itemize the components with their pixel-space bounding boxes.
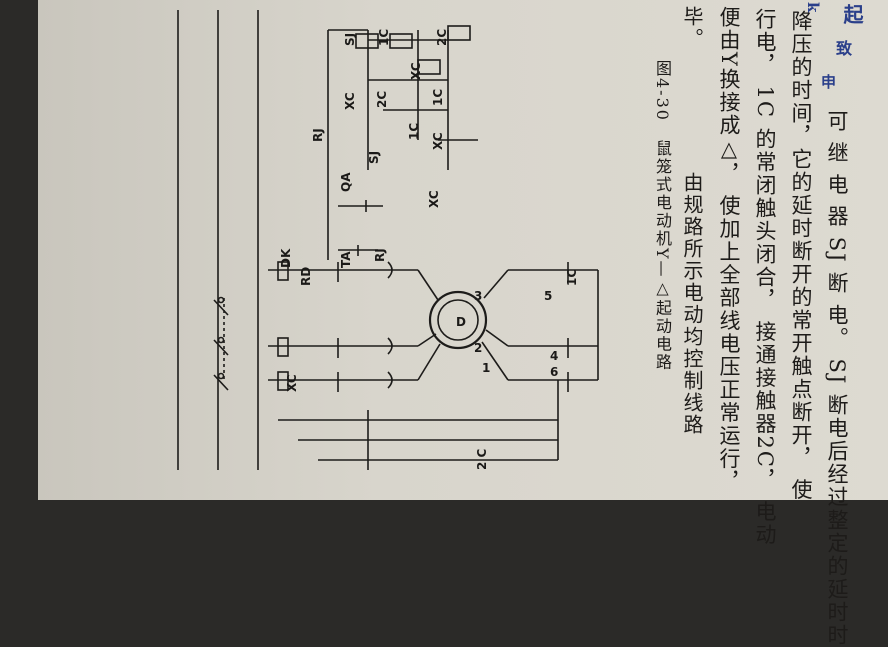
motor-d-outer [428, 290, 488, 350]
label-1c-no: 1C [431, 89, 445, 106]
label-qa: QA [339, 172, 353, 192]
motor-lead [417, 343, 441, 381]
motor-lead [417, 333, 437, 347]
body-text-line: 毕。 由规路所示电动均控制线路 [680, 6, 704, 436]
label-rj-main: RJ [373, 248, 387, 262]
label-xc-main: XC [285, 374, 299, 392]
body-text-line: 可 继 电 器 SJ 断 电。 SJ 断电后经过整定的延时时 [825, 110, 849, 647]
label-1c-star: 1C [565, 269, 579, 286]
label-motor: D [456, 315, 466, 329]
fuse-rd [277, 337, 289, 357]
motor-lead [485, 329, 509, 347]
coil-sj [355, 33, 379, 49]
label-sj-contact: SJ [367, 151, 381, 164]
rj-heater [387, 371, 393, 389]
label-2c-delta: 2 C [475, 448, 489, 470]
label-coil-xc: XC [409, 62, 423, 80]
motor-lead [417, 269, 439, 301]
dk-pivot [217, 372, 225, 380]
coil-xc [417, 59, 441, 75]
body-text-line: 降压的时间，它的延时断开的常开触点断开， 使 [789, 10, 813, 502]
label-ta: TA [339, 251, 353, 268]
handwritten-note: k [804, 2, 822, 13]
motor-d-inner [437, 299, 479, 341]
dk-pivot [217, 336, 225, 344]
label-terminal: 3 [474, 289, 482, 303]
label-rd: RD [299, 267, 313, 286]
dk-blade [213, 339, 229, 356]
motor-lead [483, 269, 509, 299]
label-coil-1c: 1C [377, 29, 391, 46]
label-coil-2c: 2C [435, 29, 449, 46]
label-terminal: 2 [474, 341, 482, 355]
coil-1c [389, 33, 413, 49]
label-xc-nc: XC [343, 92, 357, 110]
label-rj-ctrl: RJ [311, 128, 325, 142]
figure-caption: 图4-30 鼠笼式电动机Y—△起动电路 [653, 60, 672, 372]
dk-blade [213, 374, 229, 391]
label-dk: DK [279, 248, 293, 268]
dk-blade [213, 299, 229, 316]
handwritten-note: 起 [840, 4, 864, 24]
label-terminal: 4 [550, 349, 558, 363]
label-terminal: 1 [482, 361, 490, 375]
circuit-diagram [177, 10, 599, 470]
dk-pivot [217, 296, 225, 304]
rj-heater [387, 337, 393, 355]
label-terminal: 6 [550, 365, 558, 379]
motor-lead [481, 341, 509, 381]
label-1c-nc: 1C [407, 123, 421, 140]
rj-heater [387, 261, 393, 279]
fuse-rd [277, 261, 289, 281]
label-terminal: 5 [544, 289, 552, 303]
coil-2c [447, 25, 471, 41]
fuse-rd [277, 371, 289, 391]
handwritten-note: 申 [819, 74, 837, 89]
body-text-line: 便由Y换接成△， 使加上全部线电压正常运行， [717, 6, 741, 494]
label-2c-nc: 2C [375, 91, 389, 108]
label-xc-nc2: XC [431, 132, 445, 150]
label-xc-hold: XC [427, 190, 441, 208]
handwritten-note: 致 [833, 40, 852, 56]
body-text-line: 行电， 1C 的常闭触头闭合， 接通接触器2C， 电动 [753, 8, 777, 547]
diagram-labels: DK RD XC RJ D TA QA XC RJ SJ XC 2C 1C XC… [279, 29, 579, 470]
book-page: 起 致 申 k 可 继 电 器 SJ 断 电。 SJ 断电后经过整定的延时时 降… [38, 0, 888, 647]
label-coil-sj: SJ [343, 33, 357, 46]
